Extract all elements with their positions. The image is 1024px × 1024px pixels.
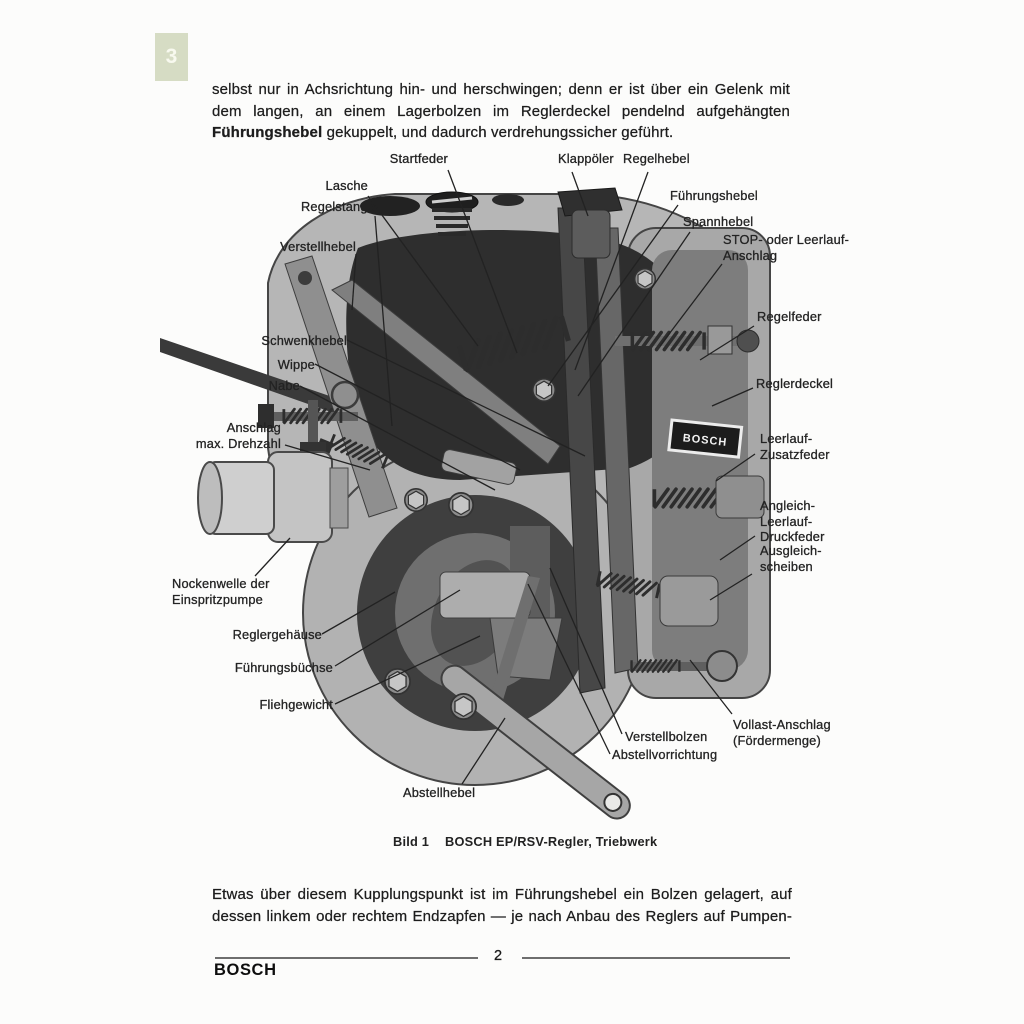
callout-label-anschlag-max: Anschlag max. Drehzahl <box>195 420 281 451</box>
wippe-part <box>441 449 517 485</box>
callout-label-fliehgewicht: Fliehgewicht <box>259 697 333 712</box>
callout-label-vollast-anschlag: Vollast-Anschlag (Fördermenge) <box>733 717 831 748</box>
callout-label-abstellvorrichtung: Abstellvorrichtung <box>612 747 718 762</box>
filler-screw <box>425 191 479 236</box>
abstellvorrichtung-rod <box>488 576 540 710</box>
callout-label-angleich-druckfeder: Angleich- Leerlauf- Druckfeder <box>760 498 825 544</box>
callout-label-fuehrungsbuechse: Führungsbüchse <box>234 660 333 675</box>
callout-label-regelfeder: Regelfeder <box>757 309 822 324</box>
figure-caption-number: Bild 1 <box>393 834 430 849</box>
leerlauf-zusatzfeder-spring <box>654 475 765 519</box>
schwenkhebel-lever <box>331 279 561 465</box>
plate-text: BOSCH <box>682 432 728 449</box>
klappoeler-cap <box>557 187 623 259</box>
page-number: 2 <box>493 948 503 964</box>
abstellhebel-lever <box>440 664 631 820</box>
callout-label-klappoeler: Klappöler <box>558 151 614 166</box>
figure-bild-1: BOSCH <box>160 148 870 838</box>
callout-label-leerlauf-zusatzfeder: Leerlauf- Zusatzfeder <box>760 431 830 462</box>
paragraph-top: selbst nur in Achsrichtung hin- und hers… <box>212 79 790 144</box>
callout-label-startfeder: Startfeder <box>389 151 448 166</box>
callout-label-ausgleichscheiben: Ausgleich- scheiben <box>760 543 822 574</box>
callout-label-stop-anschlag: STOP- oder Leerlauf- Anschlag <box>723 232 850 263</box>
callout-label-abstellhebel: Abstellhebel <box>403 785 476 800</box>
callout-label-spannhebel: Spannhebel <box>683 214 754 229</box>
callout-label-verstellhebel: Verstellhebel <box>280 239 356 254</box>
callout-label-schwenkhebel: Schwenkhebel <box>261 333 347 348</box>
callout-label-wippe: Wippe <box>277 357 315 372</box>
callout-label-verstellbolzen: Verstellbolzen <box>625 729 708 744</box>
figure-caption-text: BOSCH EP/RSV-Regler, Triebwerk <box>445 834 658 849</box>
section-tab: 3 <box>155 33 188 81</box>
footer-rule-left <box>215 957 478 959</box>
paragraph-top-line2: dem langen, an einem Lagerbolzen im Regl… <box>212 102 790 120</box>
regelstange-rod <box>160 338 353 418</box>
paragraph-top-line3-rest: gekuppelt, und dadurch verdrehungssicher… <box>322 124 674 142</box>
callout-label-reglergehaeuse: Reglergehäuse <box>232 627 322 642</box>
callout-label-fuehrungshebel: Führungshebel <box>670 188 758 203</box>
angleich-druckfeder-spring <box>597 571 719 627</box>
callout-label-nockenwelle: Nockenwelle der Einspritzpumpe <box>172 576 270 607</box>
bosch-logo: BOSCH <box>214 961 277 979</box>
callout-leader-lines <box>254 169 756 785</box>
governor-cutaway-illustration: BOSCH <box>160 187 771 820</box>
vollast-anschlag-screw <box>630 650 738 682</box>
bosch-plate: BOSCH <box>667 418 744 459</box>
figure-caption: Bild 1 BOSCH EP/RSV-Regler, Triebwerk <box>393 834 657 849</box>
nockenwelle-shaft <box>197 451 349 543</box>
paragraph-bottom: Etwas über diesem Kupplungspunkt ist im … <box>212 884 792 927</box>
callout-label-regelstange: Regelstange <box>300 199 375 214</box>
footer-rule-right <box>522 957 790 959</box>
paragraph-top-line1: selbst nur in Achsrichtung hin- und hers… <box>212 81 790 98</box>
paragraph-top-line3: Führungshebel gekuppelt, und dadurch ver… <box>212 122 790 144</box>
callout-label-reglerdeckel: Reglerdeckel <box>756 376 834 391</box>
callout-label-nabe: Nabe <box>268 378 300 393</box>
paragraph-bottom-line1: Etwas über diesem Kupplungspunkt ist im … <box>212 886 792 903</box>
paragraph-bottom-line2: dessen linkem oder rechtem Endzapfen — j… <box>212 907 792 925</box>
callout-label-lasche: Lasche <box>325 178 368 193</box>
bold-term: Führungshebel <box>212 124 323 142</box>
callout-label-regelhebel: Regelhebel <box>623 151 690 166</box>
